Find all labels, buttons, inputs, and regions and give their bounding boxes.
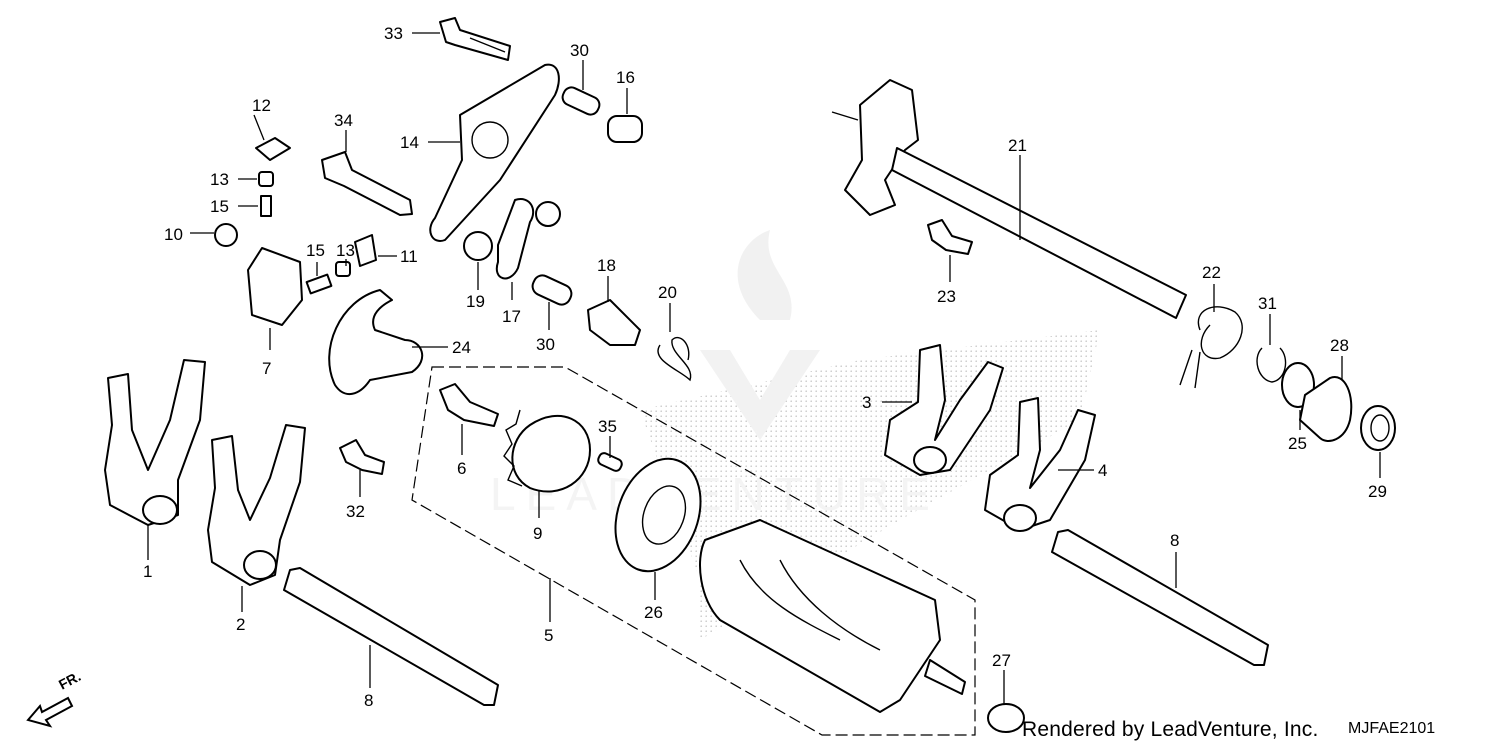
pin-35: [597, 452, 623, 472]
callout-7: 7: [262, 359, 271, 378]
callout-11: 11: [400, 247, 418, 266]
spring-15-top: [260, 195, 272, 217]
callout-8-right: 8: [1170, 531, 1179, 550]
bolt-32: [339, 439, 385, 475]
fork-2: [207, 424, 306, 586]
callout-15: 15: [306, 241, 325, 260]
fork-4: [984, 397, 1096, 532]
fork-1: [104, 359, 206, 526]
callout-28: 28: [1330, 336, 1349, 355]
spring-22: [1179, 306, 1243, 389]
washer-19: [463, 231, 493, 261]
callout-20: 20: [658, 283, 677, 302]
callout-16: 16: [616, 68, 635, 87]
shift-drum: [699, 519, 966, 713]
callout-23: 23: [937, 287, 956, 306]
callout-21: 21: [1008, 136, 1027, 155]
callout-27: 27: [992, 651, 1011, 670]
clip-11: [354, 234, 377, 267]
callout-30: 30: [536, 335, 555, 354]
collar-30-top: [561, 86, 601, 116]
callout-14: 14: [400, 133, 419, 152]
callout-33: 33: [384, 24, 403, 43]
callout-22: 22: [1202, 263, 1221, 282]
callout-8-left: 8: [364, 691, 373, 710]
callout-35: 35: [598, 417, 617, 436]
arm-17: [495, 198, 535, 280]
fork-shaft-8-right: [1051, 529, 1269, 666]
bearing-27: [987, 703, 1025, 733]
callout-4: 4: [1098, 461, 1107, 480]
callout-5: 5: [544, 626, 553, 645]
fork-3: [884, 344, 1004, 476]
callout-32: 32: [346, 502, 365, 521]
stopper-arm-7: [247, 247, 303, 326]
pin-13-top: [258, 171, 274, 187]
spring-20: [657, 336, 692, 382]
callout-1: 1: [143, 562, 152, 581]
detent-12: [255, 137, 291, 161]
collar-30: [531, 274, 573, 306]
callout-31: 31: [1258, 294, 1277, 313]
callout-26: 26: [644, 603, 663, 622]
bearing-28: [1299, 376, 1353, 442]
bolt-23: [927, 219, 973, 255]
callout-19: 19: [466, 292, 485, 311]
callout-13-top: 13: [210, 170, 229, 189]
shift-shaft-21: [831, 79, 1187, 319]
leader-lines: [147, 32, 1381, 704]
callout-17: 17: [502, 307, 521, 326]
plate-14: [429, 63, 560, 242]
bearing-26: [614, 457, 702, 573]
guide-24: [328, 289, 424, 395]
bolt-6: [439, 383, 499, 427]
diagram-code: MJFAE2101: [1348, 720, 1436, 737]
seal-29: [1360, 405, 1396, 451]
fork-shaft-8-left: [283, 567, 499, 706]
bolt-33: [439, 17, 511, 61]
callout-9: 9: [533, 524, 542, 543]
callout-25: 25: [1288, 434, 1307, 453]
spring-15: [305, 273, 333, 295]
callout-12: 12: [252, 96, 271, 115]
callout-15-top: 15: [210, 197, 229, 216]
callout-18: 18: [597, 256, 616, 275]
drum-center-9: [511, 414, 591, 493]
pivot-18: [587, 299, 641, 346]
assembly-outline: [411, 366, 976, 736]
callout-34: 34: [334, 111, 353, 130]
callout-13: 13: [336, 241, 355, 260]
washer-10: [214, 223, 238, 247]
callout-6: 6: [457, 459, 466, 478]
callout-labels: 33 30 16 14 34 12 13 15 10 7 15 13 11 24…: [143, 24, 1387, 710]
collar-16: [607, 115, 643, 143]
callout-30-top: 30: [570, 41, 589, 60]
rendered-by-credit: Rendered by LeadVenture, Inc.: [1022, 718, 1319, 741]
callout-2: 2: [236, 615, 245, 634]
callout-24: 24: [452, 338, 471, 357]
callout-10: 10: [164, 225, 183, 244]
front-direction-indicator: FR.: [26, 668, 83, 728]
circlip-31: [1256, 347, 1287, 383]
pin-13: [335, 261, 351, 277]
callout-29: 29: [1368, 482, 1387, 501]
front-direction-label: FR.: [56, 668, 83, 693]
callout-3: 3: [862, 393, 871, 412]
bolt-34: [321, 151, 413, 216]
